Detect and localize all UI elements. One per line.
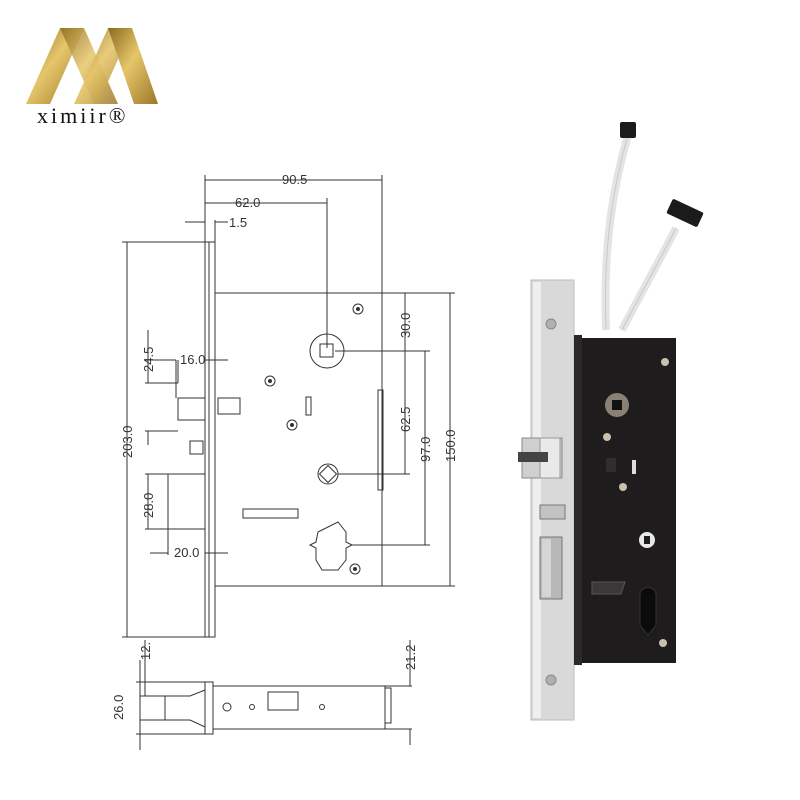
dim-overall-width: 90.5 — [282, 172, 307, 187]
brand-name: ximiir® — [37, 103, 129, 128]
dim-spindle-offset: 62.0 — [235, 195, 260, 210]
dim-latch-projection: 16.0 — [180, 352, 205, 367]
connector-small-icon — [620, 122, 636, 138]
dim-deadbolt-height: 28.0 — [141, 493, 156, 518]
dim-spindle-to-cylinder: 62.5 — [398, 407, 413, 432]
dim-faceplate-thickness: 1.5 — [229, 215, 247, 230]
dim-case-height: 150.0 — [443, 429, 458, 462]
dim-deadbolt-projection: 20.0 — [174, 545, 199, 560]
dim-top-to-spindle: 30.0 — [398, 313, 413, 338]
connector-multi-pin-icon — [666, 199, 704, 227]
dim-bolt-offset: 12. — [138, 642, 153, 660]
dim-spindle-to-cylinder-bottom: 97.0 — [418, 437, 433, 462]
dim-faceplate-height: 203.0 — [120, 425, 135, 458]
dim-faceplate-width: 26.0 — [111, 695, 126, 720]
dim-latch-offset: 24.5 — [141, 347, 156, 372]
brand-logo-icon — [26, 28, 158, 104]
dim-case-thickness: 21.2 — [403, 645, 418, 670]
